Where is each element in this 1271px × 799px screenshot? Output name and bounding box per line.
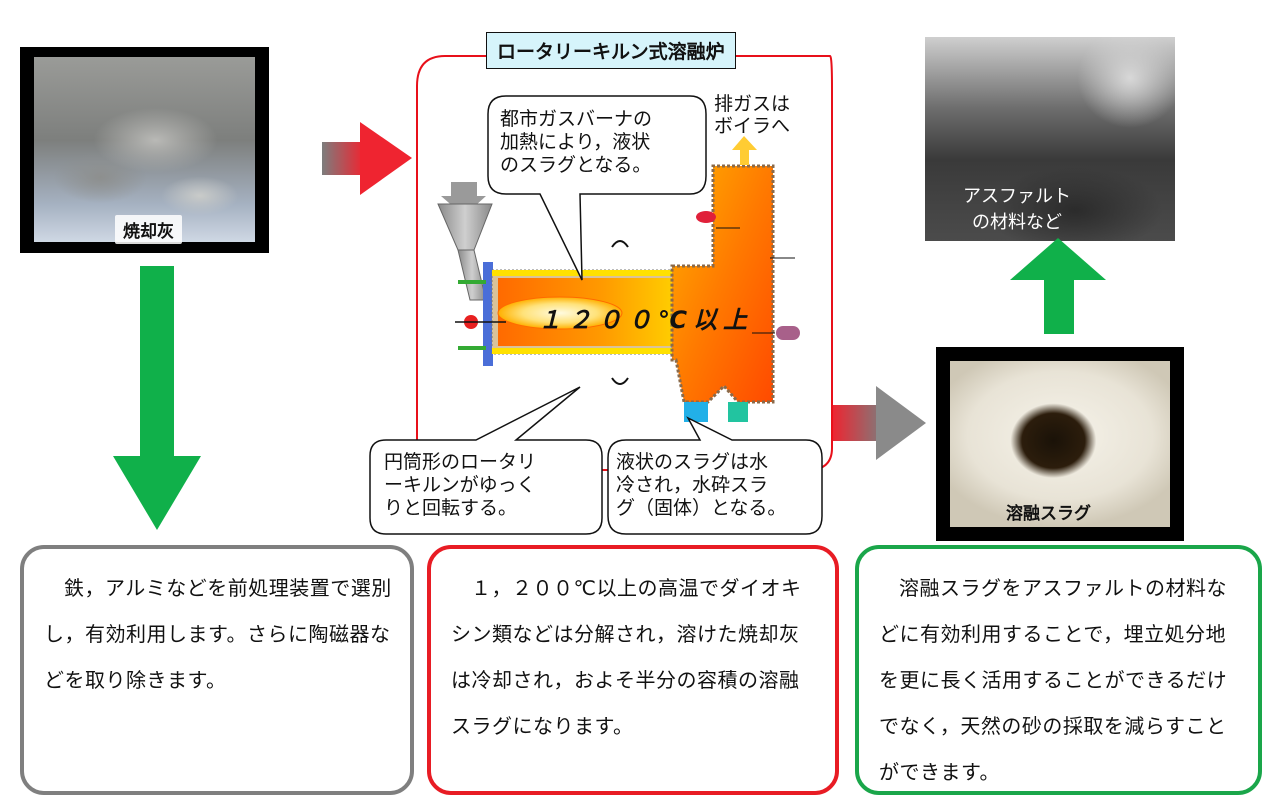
green-up-arrow: [1010, 238, 1106, 334]
callout-kiln-bubble: [369, 386, 603, 535]
callout-water-line1: 液状のスラグは水: [616, 451, 769, 473]
green-down-arrow: [113, 266, 201, 530]
callout-kiln-text: 円筒形のロータリ ーキルンがゆっく りと回転する。: [384, 451, 536, 520]
furnace-title: ロータリーキルン式溶融炉: [486, 32, 736, 69]
red-arrow-to-furnace: [322, 122, 412, 195]
slag-label: 溶融スラグ: [1006, 504, 1091, 524]
asphalt-label-line2: の材料など: [972, 212, 1062, 233]
callout-kiln-line1: 円筒形のロータリ: [384, 451, 537, 473]
box-left-border: [20, 545, 414, 795]
callout-kiln-line2: ーキルンがゆっく: [384, 474, 536, 496]
secondary-combustion-chamber: [670, 164, 800, 422]
callout-water-bubble: [607, 416, 823, 535]
callout-burner-bubble: [487, 95, 707, 281]
molten-slag-photo: 溶融スラグ: [936, 347, 1184, 541]
exhaust-label-line2: ボイラへ: [714, 115, 791, 137]
callout-burner-line1: 都市ガスバーナの: [500, 108, 653, 130]
box-middle-border: [427, 545, 839, 795]
callout-kiln-line3: りと回転する。: [384, 497, 518, 519]
description-middle-text: １，２００℃以上の高温でダイオキシン類などは分解され，溶けた焼却灰は冷却され，お…: [451, 576, 802, 738]
description-box-left: 鉄，アルミなどを前処理装置で選別し，有効利用します。さらに陶磁器などを取り除きま…: [24, 549, 410, 791]
ash-label: 焼却灰: [115, 215, 182, 244]
incinerated-ash-photo: 焼却灰: [20, 47, 269, 253]
rotation-mark-bottom: [611, 377, 629, 385]
callout-burner-line2: 加熱により，液状: [500, 131, 651, 153]
exhaust-arrow-up: [732, 136, 757, 165]
callout-burner-text: 都市ガスバーナの 加熱により，液状 のスラグとなる。: [500, 108, 652, 177]
callout-water-text: 液状のスラグは水 冷され，水砕スラ グ（固体）となる。: [616, 451, 786, 520]
rotation-mark-top: [611, 240, 629, 248]
red-arrow-to-slag: [832, 386, 926, 460]
asphalt-photo: アスファルト の材料など: [925, 37, 1175, 241]
asphalt-label: アスファルト の材料など: [939, 182, 1095, 238]
asphalt-label-line1: アスファルト: [963, 186, 1071, 207]
exhaust-label-line1: 排ガスは: [714, 93, 791, 115]
description-box-middle: １，２００℃以上の高温でダイオキシン類などは分解され，溶けた焼却灰は冷却され，お…: [431, 549, 835, 791]
description-box-right: 溶融スラグをアスファルトの材料などに有効利用することで，埋立処分地を更に長く活用…: [859, 549, 1258, 791]
description-right-text: 溶融スラグをアスファルトの材料などに有効利用することで，埋立処分地を更に長く活用…: [879, 576, 1228, 784]
box-right-border: [855, 545, 1262, 795]
callout-water-line2: 冷され，水砕スラ: [616, 474, 769, 496]
temperature-label: １２００℃以上: [538, 306, 754, 334]
callout-burner-line3: のスラグとなる。: [500, 154, 652, 176]
callout-water-line3: グ（固体）となる。: [616, 497, 787, 519]
description-left-text: 鉄，アルミなどを前処理装置で選別し，有効利用します。さらに陶磁器などを取り除きま…: [44, 576, 392, 692]
feed-hopper: [437, 182, 493, 301]
exhaust-label: 排ガスは ボイラへ: [714, 93, 790, 137]
